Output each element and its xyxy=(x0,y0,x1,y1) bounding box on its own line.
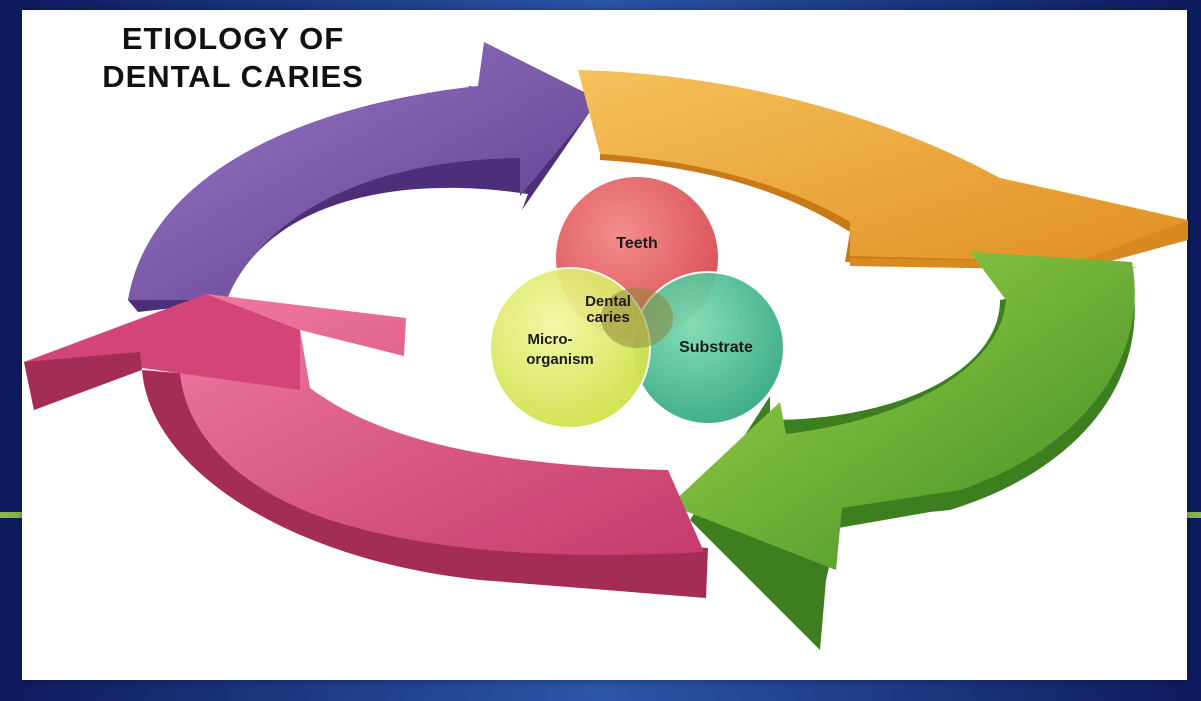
arrow-orange xyxy=(578,70,1188,270)
arrow-green xyxy=(670,252,1135,650)
slide-title-line1: ETIOLOGY OF xyxy=(121,21,345,56)
arrow-purple xyxy=(128,42,600,312)
venn-label-substrate: Substrate xyxy=(679,339,753,356)
venn-diagram: Teeth Substrate Micro- organism Dental c… xyxy=(489,175,785,429)
venn-center-overlap xyxy=(601,288,673,348)
venn-label-microorganism-line1: Micro- xyxy=(528,331,573,348)
venn-label-microorganism-line2: organism xyxy=(526,351,594,368)
venn-label-teeth: Teeth xyxy=(616,235,657,252)
slide-title: ETIOLOGY OF DENTAL CARIES xyxy=(68,20,398,96)
venn-label-center-line1: Dental xyxy=(585,293,631,310)
venn-label-center-line2: caries xyxy=(586,309,629,326)
arrow-pink xyxy=(24,294,708,598)
slide-title-line2: DENTAL CARIES xyxy=(102,59,364,94)
